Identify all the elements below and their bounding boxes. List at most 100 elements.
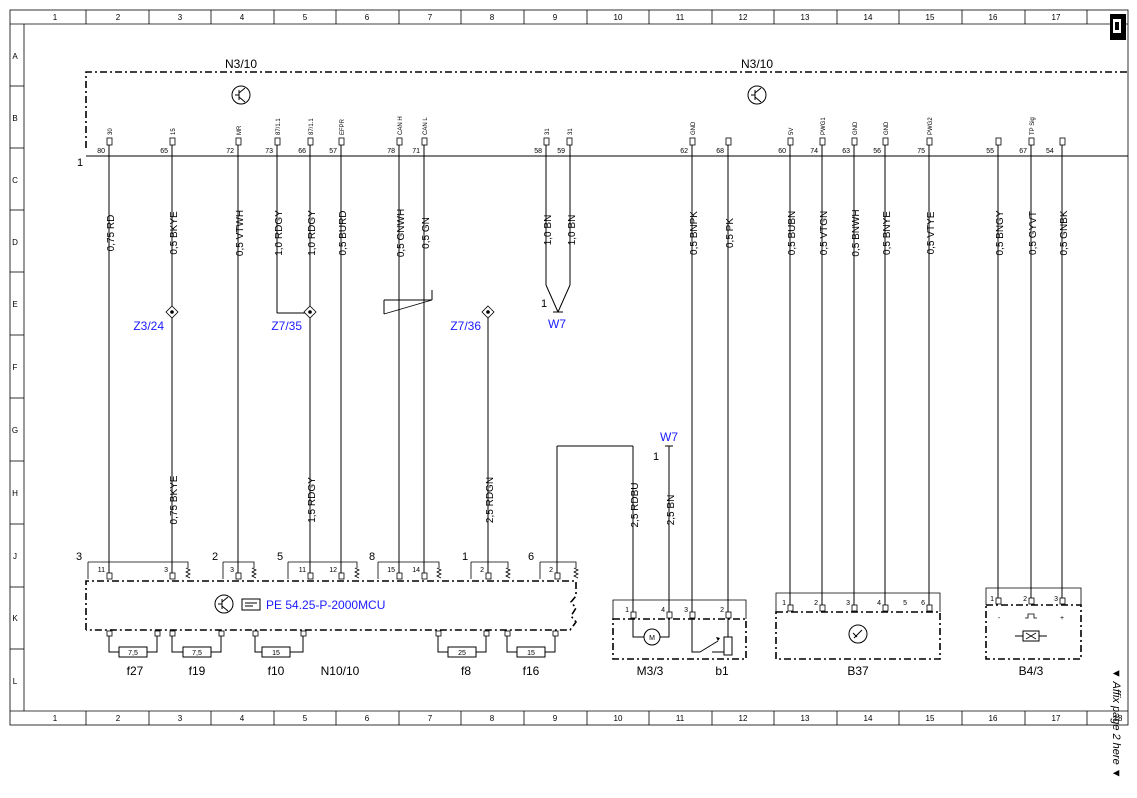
column-label: 14 xyxy=(864,13,873,22)
module-n10-10: PE 54.25-P-2000MCU N10/10 xyxy=(85,580,578,678)
column-label: 4 xyxy=(240,13,245,22)
pin-signal: 30 xyxy=(108,128,114,135)
pulse-signal-icon xyxy=(1025,613,1037,619)
wire-label: 0,5 GYVT xyxy=(1028,211,1039,255)
connector-group: 6 2 xyxy=(528,551,579,580)
transistor-icon xyxy=(747,85,767,105)
pin-number: 2 xyxy=(1023,596,1027,603)
pin-number: 63 xyxy=(842,148,850,155)
pin: GND 63 xyxy=(842,121,859,155)
pin-signal: 31 xyxy=(568,128,574,135)
pin: CAN H 78 xyxy=(387,116,404,155)
pin-number: 66 xyxy=(298,148,306,155)
column-label: 10 xyxy=(614,13,623,22)
pin-signal: 87/1.1 xyxy=(309,118,315,135)
column-label: 18 xyxy=(1114,714,1123,723)
ground-w7-mid: W7 1 xyxy=(653,430,678,463)
pedal-sensor-icon xyxy=(848,624,868,644)
column-label: 8 xyxy=(490,13,495,22)
pin-number: 74 xyxy=(810,148,818,155)
row-label: D xyxy=(12,238,18,247)
pin-signal: GND xyxy=(691,121,697,135)
column-label: 5 xyxy=(303,13,308,22)
n3-10-pins: 30 80 15 65 MR 72 87/1.1 73 87/1.1 66 EF… xyxy=(97,116,1066,155)
row-label: K xyxy=(12,614,18,623)
column-label: 14 xyxy=(864,714,873,723)
pin: MR 72 xyxy=(226,125,243,155)
pin-number: 2 xyxy=(814,600,818,607)
fuse-value: 15 xyxy=(527,650,535,657)
column-label: 5 xyxy=(303,714,308,723)
row-label: C xyxy=(12,176,18,185)
pin-number: 5 xyxy=(903,600,907,607)
pin-signal: PWG2 xyxy=(928,117,934,135)
fuse-name: f19 xyxy=(189,664,206,678)
wire-label: 0,5 BNGY xyxy=(995,210,1006,255)
column-label: 6 xyxy=(365,13,370,22)
row-label: F xyxy=(13,363,18,372)
junction-label: Z3/24 xyxy=(133,319,164,333)
column-label: 9 xyxy=(553,714,558,723)
pin-number: 2 xyxy=(720,607,724,614)
pin-signal: PWG1 xyxy=(821,117,827,135)
module-line-number: 1 xyxy=(77,157,83,169)
pin-number: 6 xyxy=(921,600,925,607)
sensor-switch-icon xyxy=(691,618,733,656)
polarity-sign: - xyxy=(998,615,1001,622)
connector-group: 3 11 3 xyxy=(76,551,191,580)
fuse-value: 7,5 xyxy=(192,650,202,657)
column-label: 11 xyxy=(676,13,685,22)
page-corner-icon xyxy=(1110,14,1126,40)
wire-label: 0,5 VTGN xyxy=(819,211,830,255)
pin-signal: 15 xyxy=(171,128,177,135)
column-label: 15 xyxy=(926,13,935,22)
wire-label: 0,5 BURD xyxy=(338,210,349,255)
column-label: 7 xyxy=(428,13,433,22)
ground-pin-number: 1 xyxy=(653,451,659,463)
fuse-name: f27 xyxy=(127,664,144,678)
fuse-value: 15 xyxy=(272,650,280,657)
pin-signal: 5V xyxy=(789,128,795,135)
wire-labels-bottom: 0,75 BKYE 1,5 RDGY 2,5 RDGN 2,5 RDBU 2,5… xyxy=(169,475,677,527)
column-label: 10 xyxy=(614,714,623,723)
component-label: B4/3 xyxy=(1019,664,1044,678)
pin: 68 xyxy=(716,137,732,155)
wire-label: 0,75 RD xyxy=(106,215,117,252)
wire-label: 0,5 BKYE xyxy=(169,211,180,255)
reference-link[interactable]: PE 54.25-P-2000MCU xyxy=(266,598,385,612)
module-label: N10/10 xyxy=(321,664,360,678)
column-label: 2 xyxy=(116,13,121,22)
wire-label: 0,5 BNYE xyxy=(882,211,893,255)
component-m3-3-b1: 1 4 3 2 M M3/3 b1 xyxy=(612,599,747,678)
wire-label: 0,5 BNWH xyxy=(851,209,862,256)
component-label: B37 xyxy=(847,664,869,678)
column-label: 12 xyxy=(739,13,748,22)
pin-number: 3 xyxy=(230,567,234,574)
wire-label: 2,5 RDBU xyxy=(630,482,641,527)
pin-number: 62 xyxy=(680,148,688,155)
motor-icon: M xyxy=(632,618,670,646)
grid-column-dividers-top xyxy=(85,10,1088,24)
pin-number: 80 xyxy=(97,148,105,155)
affix-note: ▼ Affix page 2 here ▼ xyxy=(1110,668,1122,779)
pin-signal: CAN H xyxy=(398,116,404,135)
pin-number: 1 xyxy=(625,607,629,614)
pin: EFPR 57 xyxy=(329,118,346,155)
column-label: 2 xyxy=(116,714,121,723)
pin-number: 12 xyxy=(329,567,337,574)
pin: PWG2 75 xyxy=(917,117,934,155)
row-label: J xyxy=(13,552,17,561)
connector-number: 5 xyxy=(277,551,283,563)
grid-column-labels-bottom: 1 2 3 4 5 6 7 8 9 10 11 12 13 14 15 16 1… xyxy=(53,714,1123,723)
wire-label: 0,5 BUBN xyxy=(787,211,798,255)
fuse-f27: 7,5 f27 xyxy=(106,630,161,678)
connector-group: 8 15 14 xyxy=(369,551,442,580)
pin-number: 68 xyxy=(716,148,724,155)
pin-number: 4 xyxy=(877,600,881,607)
column-label: 1 xyxy=(53,13,58,22)
pin-number: 3 xyxy=(684,607,688,614)
row-label: L xyxy=(13,677,18,686)
pin-number: 67 xyxy=(1019,148,1027,155)
column-label: 6 xyxy=(365,714,370,723)
